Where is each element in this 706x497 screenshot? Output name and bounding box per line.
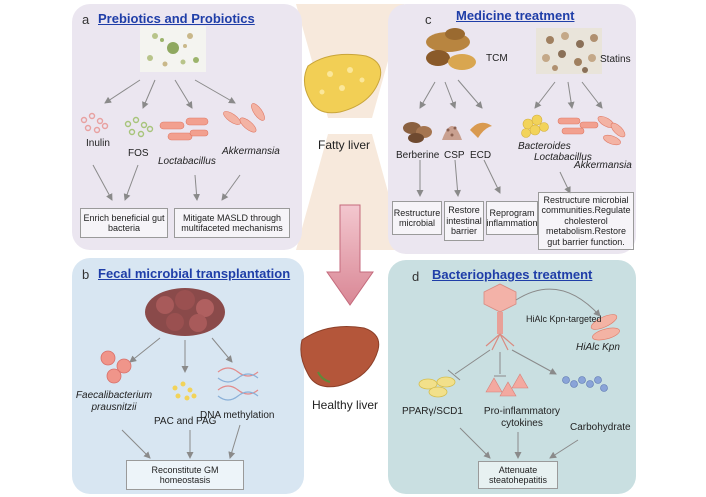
label-statins: Statins	[600, 54, 631, 65]
panel-d-arrows-top	[447, 349, 557, 381]
panel-c-title: Medicine treatment	[456, 8, 575, 23]
panel-b-arrows-top	[129, 337, 233, 373]
panel-a-letter: a	[82, 12, 90, 27]
label-hialc-kpn: HiAlc Kpn	[576, 342, 620, 353]
tcm-herbs-icon	[426, 28, 476, 70]
panel-c-arrows-top	[419, 79, 603, 109]
panel-d-arrows-bottom	[459, 427, 579, 459]
label-akkermansia-a: Akkermansia	[222, 146, 280, 157]
lactobacillus-icon-a	[159, 117, 209, 141]
fatty-liver-icon	[304, 53, 382, 114]
label-fatty-liver: Fatty liver	[318, 138, 371, 152]
outcome-enrich-bacteria: Enrich beneficial gut bacteria	[80, 208, 168, 238]
panel-a-arrows-top	[104, 79, 236, 109]
cytokines-icon	[485, 373, 529, 397]
carbohydrate-icon	[562, 376, 608, 392]
prebiotic-mix-icon	[140, 26, 206, 72]
panel-b-bg	[72, 258, 304, 494]
panel-d-letter: d	[412, 269, 420, 284]
outcome-attenuate-steatohepatitis: Attenuate steatohepatitis	[478, 461, 558, 489]
bacteriophage-icon	[483, 283, 517, 351]
outcome-reprogram-inflammation: Reprogram inflammation	[486, 201, 538, 235]
lactobacillus-icon-c	[557, 117, 599, 135]
panel-c-letter: c	[425, 12, 432, 27]
inulin-icon	[80, 112, 109, 134]
outcome-restructure-microbial: Restructure microbial	[392, 201, 442, 235]
hialc-kpn-icon	[590, 314, 620, 341]
outcome-statins-effects: Restructure microbial communities.Regula…	[538, 192, 634, 250]
label-csp: CSP	[444, 150, 465, 161]
label-berberine: Berberine	[396, 150, 440, 161]
csp-icon	[442, 126, 462, 140]
ecd-icon	[470, 122, 492, 138]
panel-b-arrows-bottom	[121, 424, 241, 459]
label-healthy-liver: Healthy liver	[312, 398, 379, 412]
outcome-mitigate-masld: Mitigate MASLD through multifaceted mech…	[174, 208, 290, 238]
outcome-reconstitute-gm: Reconstitute GM homeostasis	[126, 460, 244, 490]
panel-d-title: Bacteriophages treatment	[432, 267, 593, 282]
label-lactobacillus-a: Loctabacillus	[158, 156, 216, 167]
berberine-icon	[403, 122, 432, 143]
panel-d-bg	[388, 260, 636, 494]
statins-icon	[536, 28, 602, 74]
fecal-microbiota-icon	[145, 288, 225, 336]
dna-icon	[217, 367, 259, 401]
label-carbohydrate: Carbohydrate	[570, 422, 631, 433]
label-bacteroides: Bacteroides	[518, 141, 571, 152]
panel-a-title: Prebiotics and Probiotics	[98, 11, 255, 26]
label-cytokines: Pro-inflammatory cytokines	[483, 406, 561, 429]
bacteroides-icon	[521, 114, 549, 138]
akkermansia-icon-c	[597, 116, 626, 146]
akkermansia-icon-a	[223, 103, 265, 133]
label-faecalibacterium: Faecalibacterium prausnitzii	[75, 390, 153, 413]
label-pac-pag: PAC and PAG	[154, 416, 217, 427]
label-tcm: TCM	[486, 53, 508, 64]
panel-b-title: Fecal microbial transplantation	[98, 266, 291, 281]
ppar-scd1-icon	[418, 376, 456, 398]
phage-target-arrow	[515, 288, 601, 317]
label-hialc-targeted: HiAlc Kpn-targeted	[526, 314, 602, 324]
label-ecd: ECD	[470, 150, 492, 161]
panel-b-letter: b	[82, 267, 90, 282]
label-dna-methylation: DNA methylation	[200, 410, 275, 421]
faecalibacterium-icon	[100, 350, 132, 384]
label-fos: FOS	[128, 148, 149, 159]
panel-a-arrows-bottom	[92, 164, 241, 201]
label-ppar-scd1: PPARγ/SCD1	[402, 406, 463, 417]
healthy-liver-icon	[300, 326, 380, 388]
outcome-restore-barrier: Restore intestinal barrier	[444, 201, 484, 241]
label-akkermansia-c: Akkermansia	[574, 160, 632, 171]
label-inulin: Inulin	[86, 138, 110, 149]
label-lactobacillus-c: Loctabacillus	[534, 152, 592, 163]
panel-c-arrows-bottom	[416, 159, 571, 197]
fos-icon	[124, 116, 154, 138]
treatment-arrow	[326, 204, 374, 306]
pac-pag-icon	[172, 381, 197, 401]
